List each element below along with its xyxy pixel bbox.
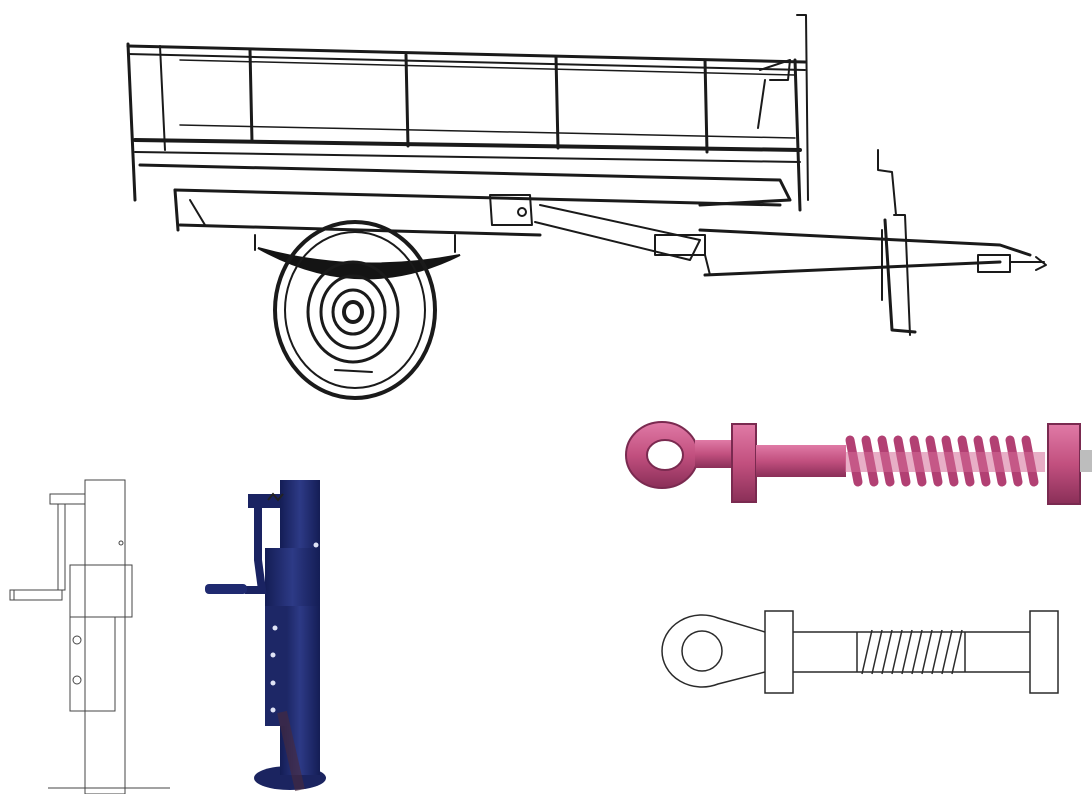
drawbar-eye-drawing	[650, 600, 1070, 700]
jack-stand-drawing	[0, 470, 180, 794]
trailer-drawing	[110, 0, 1060, 410]
jack-stand-photo	[200, 470, 340, 794]
drawbar-eye-render	[620, 410, 1092, 530]
